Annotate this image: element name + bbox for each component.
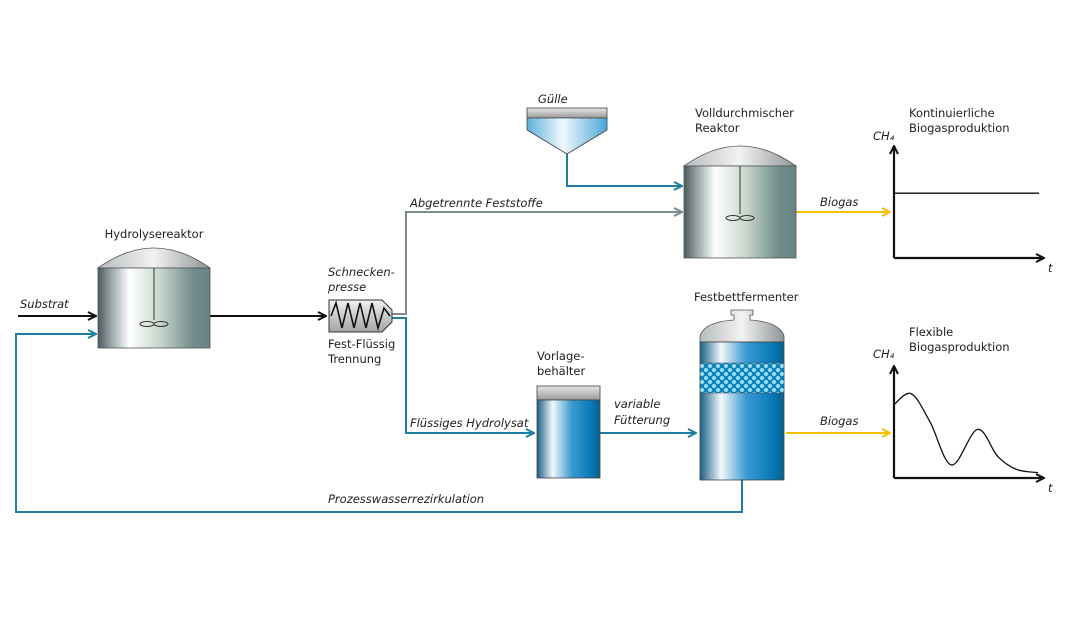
hydrolysis-reactor <box>96 247 212 349</box>
chart-continuous-title-2: Biogasproduktion <box>909 121 1010 135</box>
variable-feeding-label-1: variable <box>614 397 660 411</box>
separated-solids-stream <box>392 212 682 315</box>
chart-continuous-xlabel: t <box>1048 261 1053 275</box>
screw-icon <box>330 300 391 332</box>
agitator-icon <box>139 321 169 327</box>
screw-press <box>328 299 393 333</box>
manure-stream <box>566 154 682 186</box>
screw-press-label-1: Schnecken- <box>328 265 395 279</box>
screw-press-label-2: presse <box>327 280 366 294</box>
chart-continuous-title-1: Kontinuierliche <box>909 106 995 120</box>
hydrolysis-reactor-label: Hydrolysereaktor <box>105 227 204 241</box>
cstr-label-2: Reaktor <box>695 121 740 135</box>
biogas-label-top: Biogas <box>820 195 858 209</box>
cstr-label-1: Volldurchmischer <box>695 106 794 120</box>
manure-label: Gülle <box>538 92 568 106</box>
chart-flexible-ylabel: CH₄ <box>873 347 895 361</box>
recirculation-stream <box>15 334 743 513</box>
substrate-label: Substrat <box>20 297 69 311</box>
storage-tank-label-1: Vorlage- <box>537 349 585 363</box>
fixed-bed-fermenter <box>699 309 785 481</box>
liquid-hydrolysate-label: Flüssiges Hydrolysat <box>410 416 529 430</box>
biogas-label-bottom: Biogas <box>820 414 858 428</box>
chart-continuous-ylabel: CH₄ <box>873 129 895 143</box>
storage-tank-label-2: behälter <box>537 364 585 378</box>
recirculation-label: Prozesswasserrezirkulation <box>328 492 484 506</box>
flexible-production-curve <box>893 392 1039 474</box>
chart-flexible-title-1: Flexible <box>909 325 953 339</box>
chart-flexible-xlabel: t <box>1048 481 1053 495</box>
manure-hopper <box>526 107 608 155</box>
chart-flexible-title-2: Biogasproduktion <box>909 340 1010 354</box>
separation-label-1: Fest-Flüssig <box>328 337 395 351</box>
fixed-bed-label: Festbettfermenter <box>694 290 799 304</box>
chart-flexible <box>894 366 1044 478</box>
variable-feeding-label-2: Fütterung <box>614 413 670 427</box>
separated-solids-label: Abgetrennte Feststoffe <box>409 196 543 210</box>
liquid-hydrolysate-stream <box>392 317 534 433</box>
fixed-bed-packing <box>699 362 785 394</box>
chart-continuous <box>894 146 1044 258</box>
storage-tank <box>536 385 601 479</box>
agitator-icon <box>725 215 755 221</box>
separation-label-2: Trennung <box>327 352 381 366</box>
cstr-reactor <box>682 145 798 259</box>
